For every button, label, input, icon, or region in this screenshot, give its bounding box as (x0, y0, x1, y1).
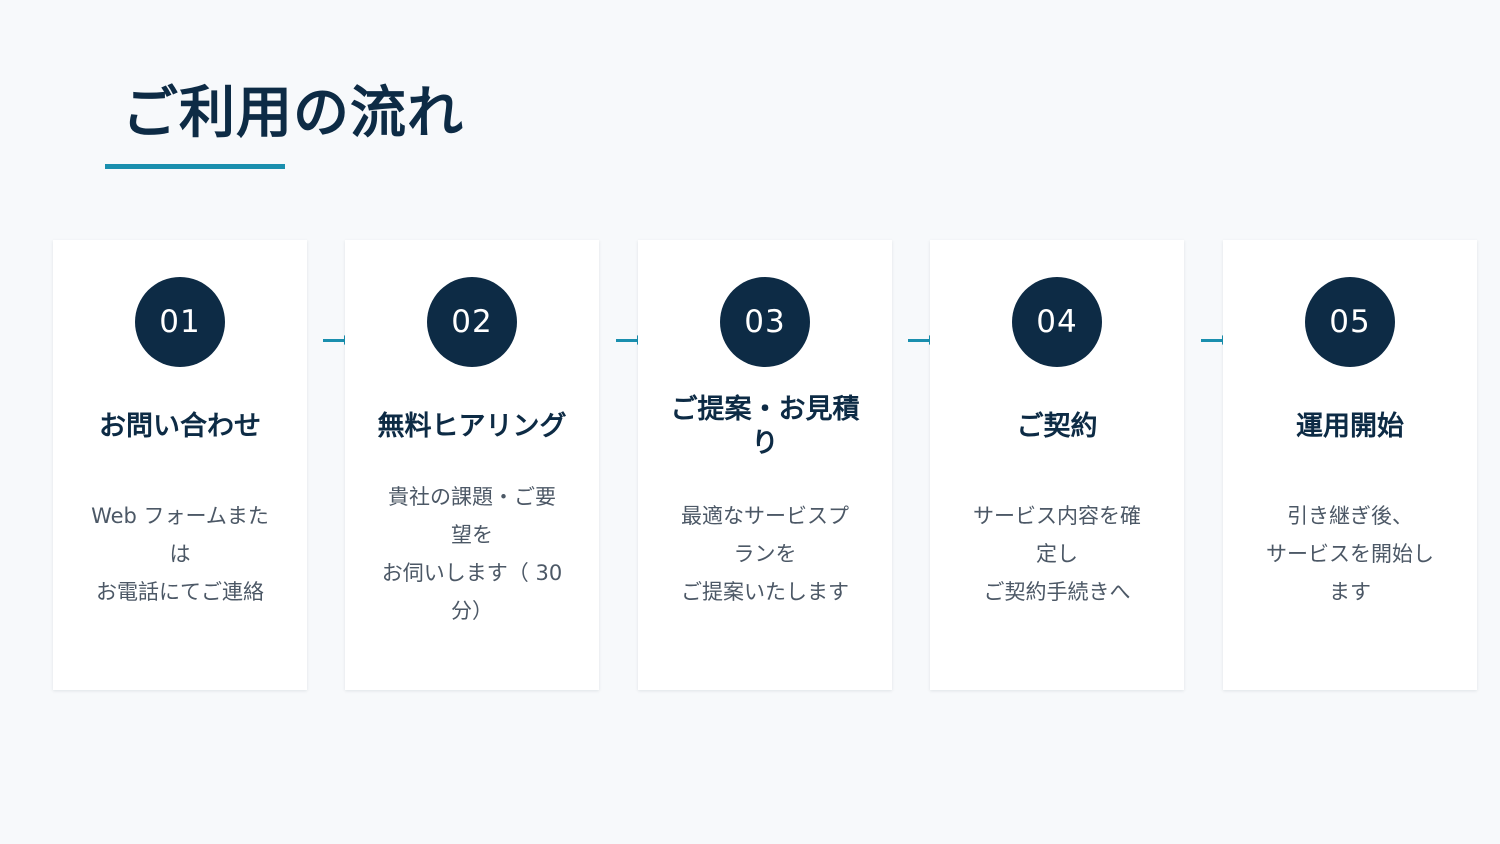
page-title: ご利用の流れ (122, 81, 464, 146)
step-title: ご契約 (1016, 411, 1098, 442)
step-description: サービス内容を確 定し ご契約手続きへ (973, 504, 1141, 604)
step-card-4: 04 ご契約 サービス内容を確 定し ご契約手続きへ (930, 240, 1184, 690)
title-underline (105, 164, 285, 169)
step-number-badge: 02 (427, 277, 517, 367)
step-number-badge: 04 (1012, 277, 1102, 367)
step-card-2: 02 無料ヒアリング 貴社の課題・ご要 望を お伺いします（ 30 分） (345, 240, 599, 690)
step-title: 運用開始 (1296, 411, 1404, 442)
step-title: お問い合わせ (99, 411, 261, 442)
step-description: 引き継ぎ後、 サービスを開始し ます (1266, 504, 1434, 604)
step-card-5: 05 運用開始 引き継ぎ後、 サービスを開始し ます (1223, 240, 1477, 690)
step-number-badge: 03 (720, 277, 810, 367)
step-card-1: 01 お問い合わせ Web フォームまた は お電話にてご連絡 (53, 240, 307, 690)
step-description: 最適なサービスプ ランを ご提案いたします (681, 504, 849, 604)
process-steps: 01 お問い合わせ Web フォームまた は お電話にてご連絡 02 無料ヒアリ… (53, 240, 1477, 690)
step-title: 無料ヒアリング (377, 411, 567, 442)
step-card-3: 03 ご提案・お見積 り 最適なサービスプ ランを ご提案いたします (638, 240, 892, 690)
step-number-badge: 01 (135, 277, 225, 367)
step-description: 貴社の課題・ご要 望を お伺いします（ 30 分） (381, 485, 563, 623)
step-number-badge: 05 (1305, 277, 1395, 367)
step-description: Web フォームまた は お電話にてご連絡 (91, 504, 269, 604)
step-title: ご提案・お見積 り (670, 394, 860, 459)
